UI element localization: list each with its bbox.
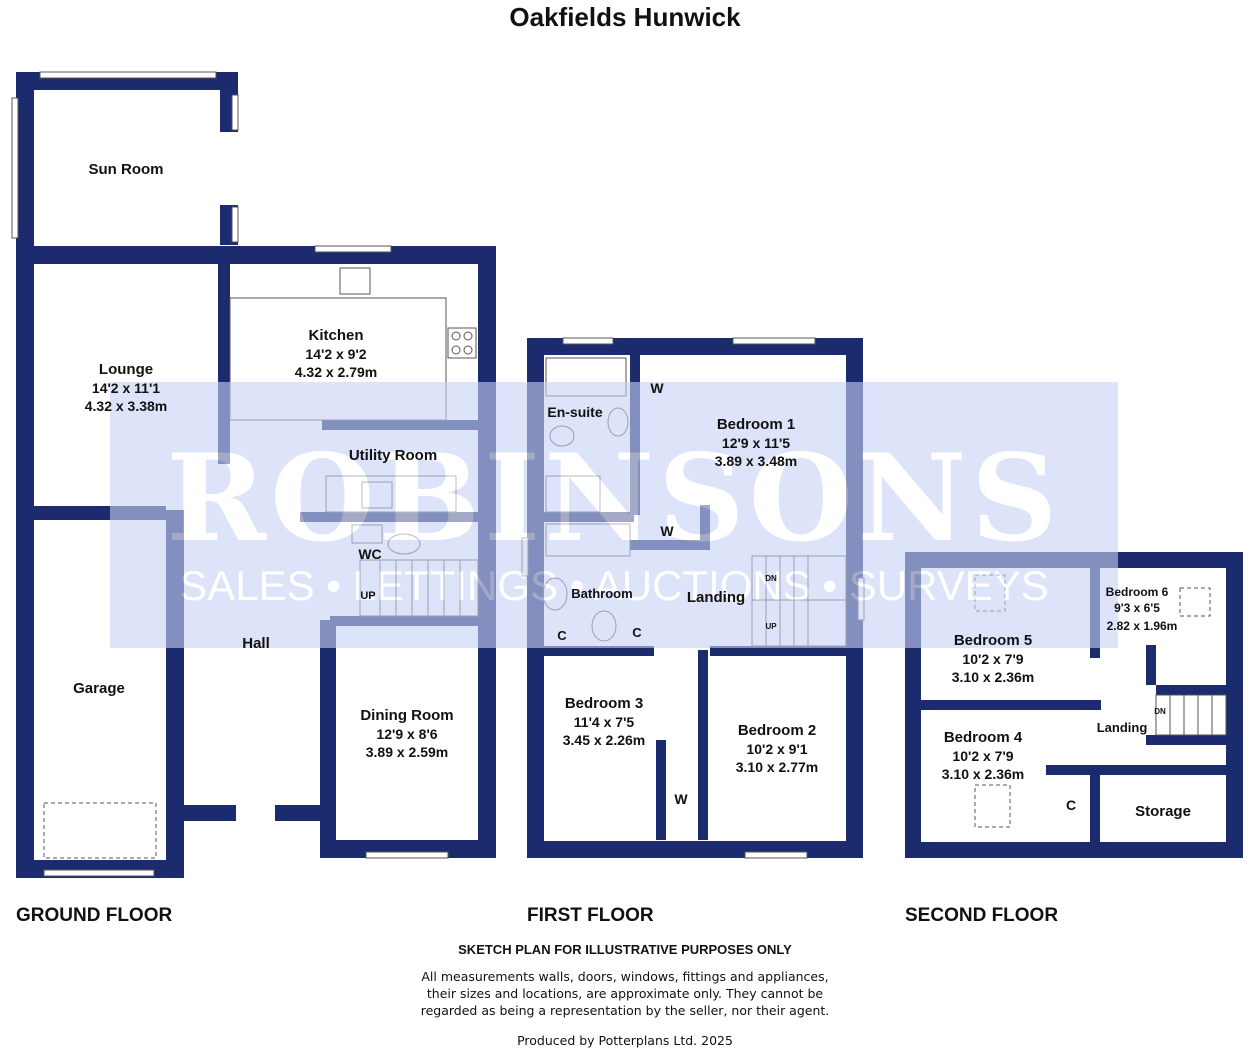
kitchen-metric: 4.32 x 2.79m [295,364,378,380]
lounge-metric: 4.32 x 3.38m [85,398,168,414]
disclaimer-heading: SKETCH PLAN FOR ILLUSTRATIVE PURPOSES ON… [458,942,792,957]
ground-floor-title: GROUND FLOOR [16,905,173,926]
watermark-services: SALES • LETTINGS • AUCTIONS • SURVEYS [179,562,1049,609]
producer-credit: Produced by Potterplans Ltd. 2025 [517,1033,733,1048]
kitchen-label: Kitchen [308,327,363,344]
first-floor-title: FIRST FLOOR [527,905,654,926]
cupboard-1-label: C [557,628,567,643]
lounge-label: Lounge [99,361,153,378]
bedroom-6-metric: 2.82 x 1.96m [1107,619,1178,633]
ensuite-label: En-suite [547,404,602,420]
bedroom-1-imperial: 12'9 x 11'5 [722,435,790,451]
bedroom-4-label: Bedroom 4 [944,729,1023,746]
plan-title: Oakfields Hunwick [509,2,741,32]
dining-metric: 3.89 x 2.59m [366,744,449,760]
bathroom-label: Bathroom [571,586,632,601]
lounge-imperial: 14'2 x 11'1 [92,380,160,396]
bedroom-4-imperial: 10'2 x 7'9 [952,748,1013,764]
bedroom-3-metric: 3.45 x 2.26m [563,732,646,748]
dining-imperial: 12'9 x 8'6 [376,726,437,742]
bedroom-5-metric: 3.10 x 2.36m [952,669,1035,685]
second-landing-label: Landing [1097,720,1148,735]
sun-room-label: Sun Room [89,161,164,178]
bedroom-5-label: Bedroom 5 [954,632,1032,649]
cupboard-2-label: C [632,625,642,640]
bedroom-2-label: Bedroom 2 [738,722,816,739]
dining-room-label: Dining Room [360,707,453,724]
wardrobe-2-label: W [660,523,674,539]
hall-label: Hall [242,635,270,652]
watermark-brand: ROBINSONS [166,428,1061,569]
ground-floor-labels: Sun Room Lounge 14'2 x 11'1 4.32 x 3.38m… [73,161,454,760]
storage-label: Storage [1135,803,1191,820]
second-floor-title: SECOND FLOOR [905,905,1059,926]
windows [11,71,865,877]
garage-label: Garage [73,680,125,697]
second-floor-labels: Bedroom 5 10'2 x 7'9 3.10 x 2.36m Bedroo… [942,585,1191,820]
wc-label: WC [358,546,381,562]
second-cupboard-label: C [1066,797,1076,813]
first-floor-labels: En-suite W Bedroom 1 12'9 x 11'5 3.89 x … [547,380,818,807]
bedroom-3-imperial: 11'4 x 7'5 [574,714,635,730]
bedroom-2-imperial: 10'2 x 9'1 [746,741,807,757]
wardrobe-1-label: W [650,380,664,396]
first-stairs-up: UP [765,622,777,631]
ground-stairs-label: UP [360,590,375,602]
first-stairs-dn: DN [765,574,777,583]
bedroom-6-imperial: 9'3 x 6'5 [1114,601,1160,615]
watermark-background [110,382,1118,648]
watermark: ROBINSONS SALES • LETTINGS • AUCTIONS • … [110,382,1118,648]
disclaimer-text: All measurements walls, doors, windows, … [420,969,830,1018]
bedroom-1-metric: 3.89 x 3.48m [715,453,798,469]
utility-room-label: Utility Room [349,447,437,464]
wardrobe-3-label: W [674,791,688,807]
bedroom-3-label: Bedroom 3 [565,695,643,712]
bedroom-5-imperial: 10'2 x 7'9 [962,651,1023,667]
bedroom-6-label: Bedroom 6 [1106,585,1169,599]
bedroom-2-metric: 3.10 x 2.77m [736,759,819,775]
bedroom-4-metric: 3.10 x 2.36m [942,766,1025,782]
kitchen-imperial: 14'2 x 9'2 [305,346,366,362]
landing-label: Landing [687,589,745,606]
second-stairs-dn: DN [1154,707,1166,716]
bedroom-1-label: Bedroom 1 [717,416,795,433]
